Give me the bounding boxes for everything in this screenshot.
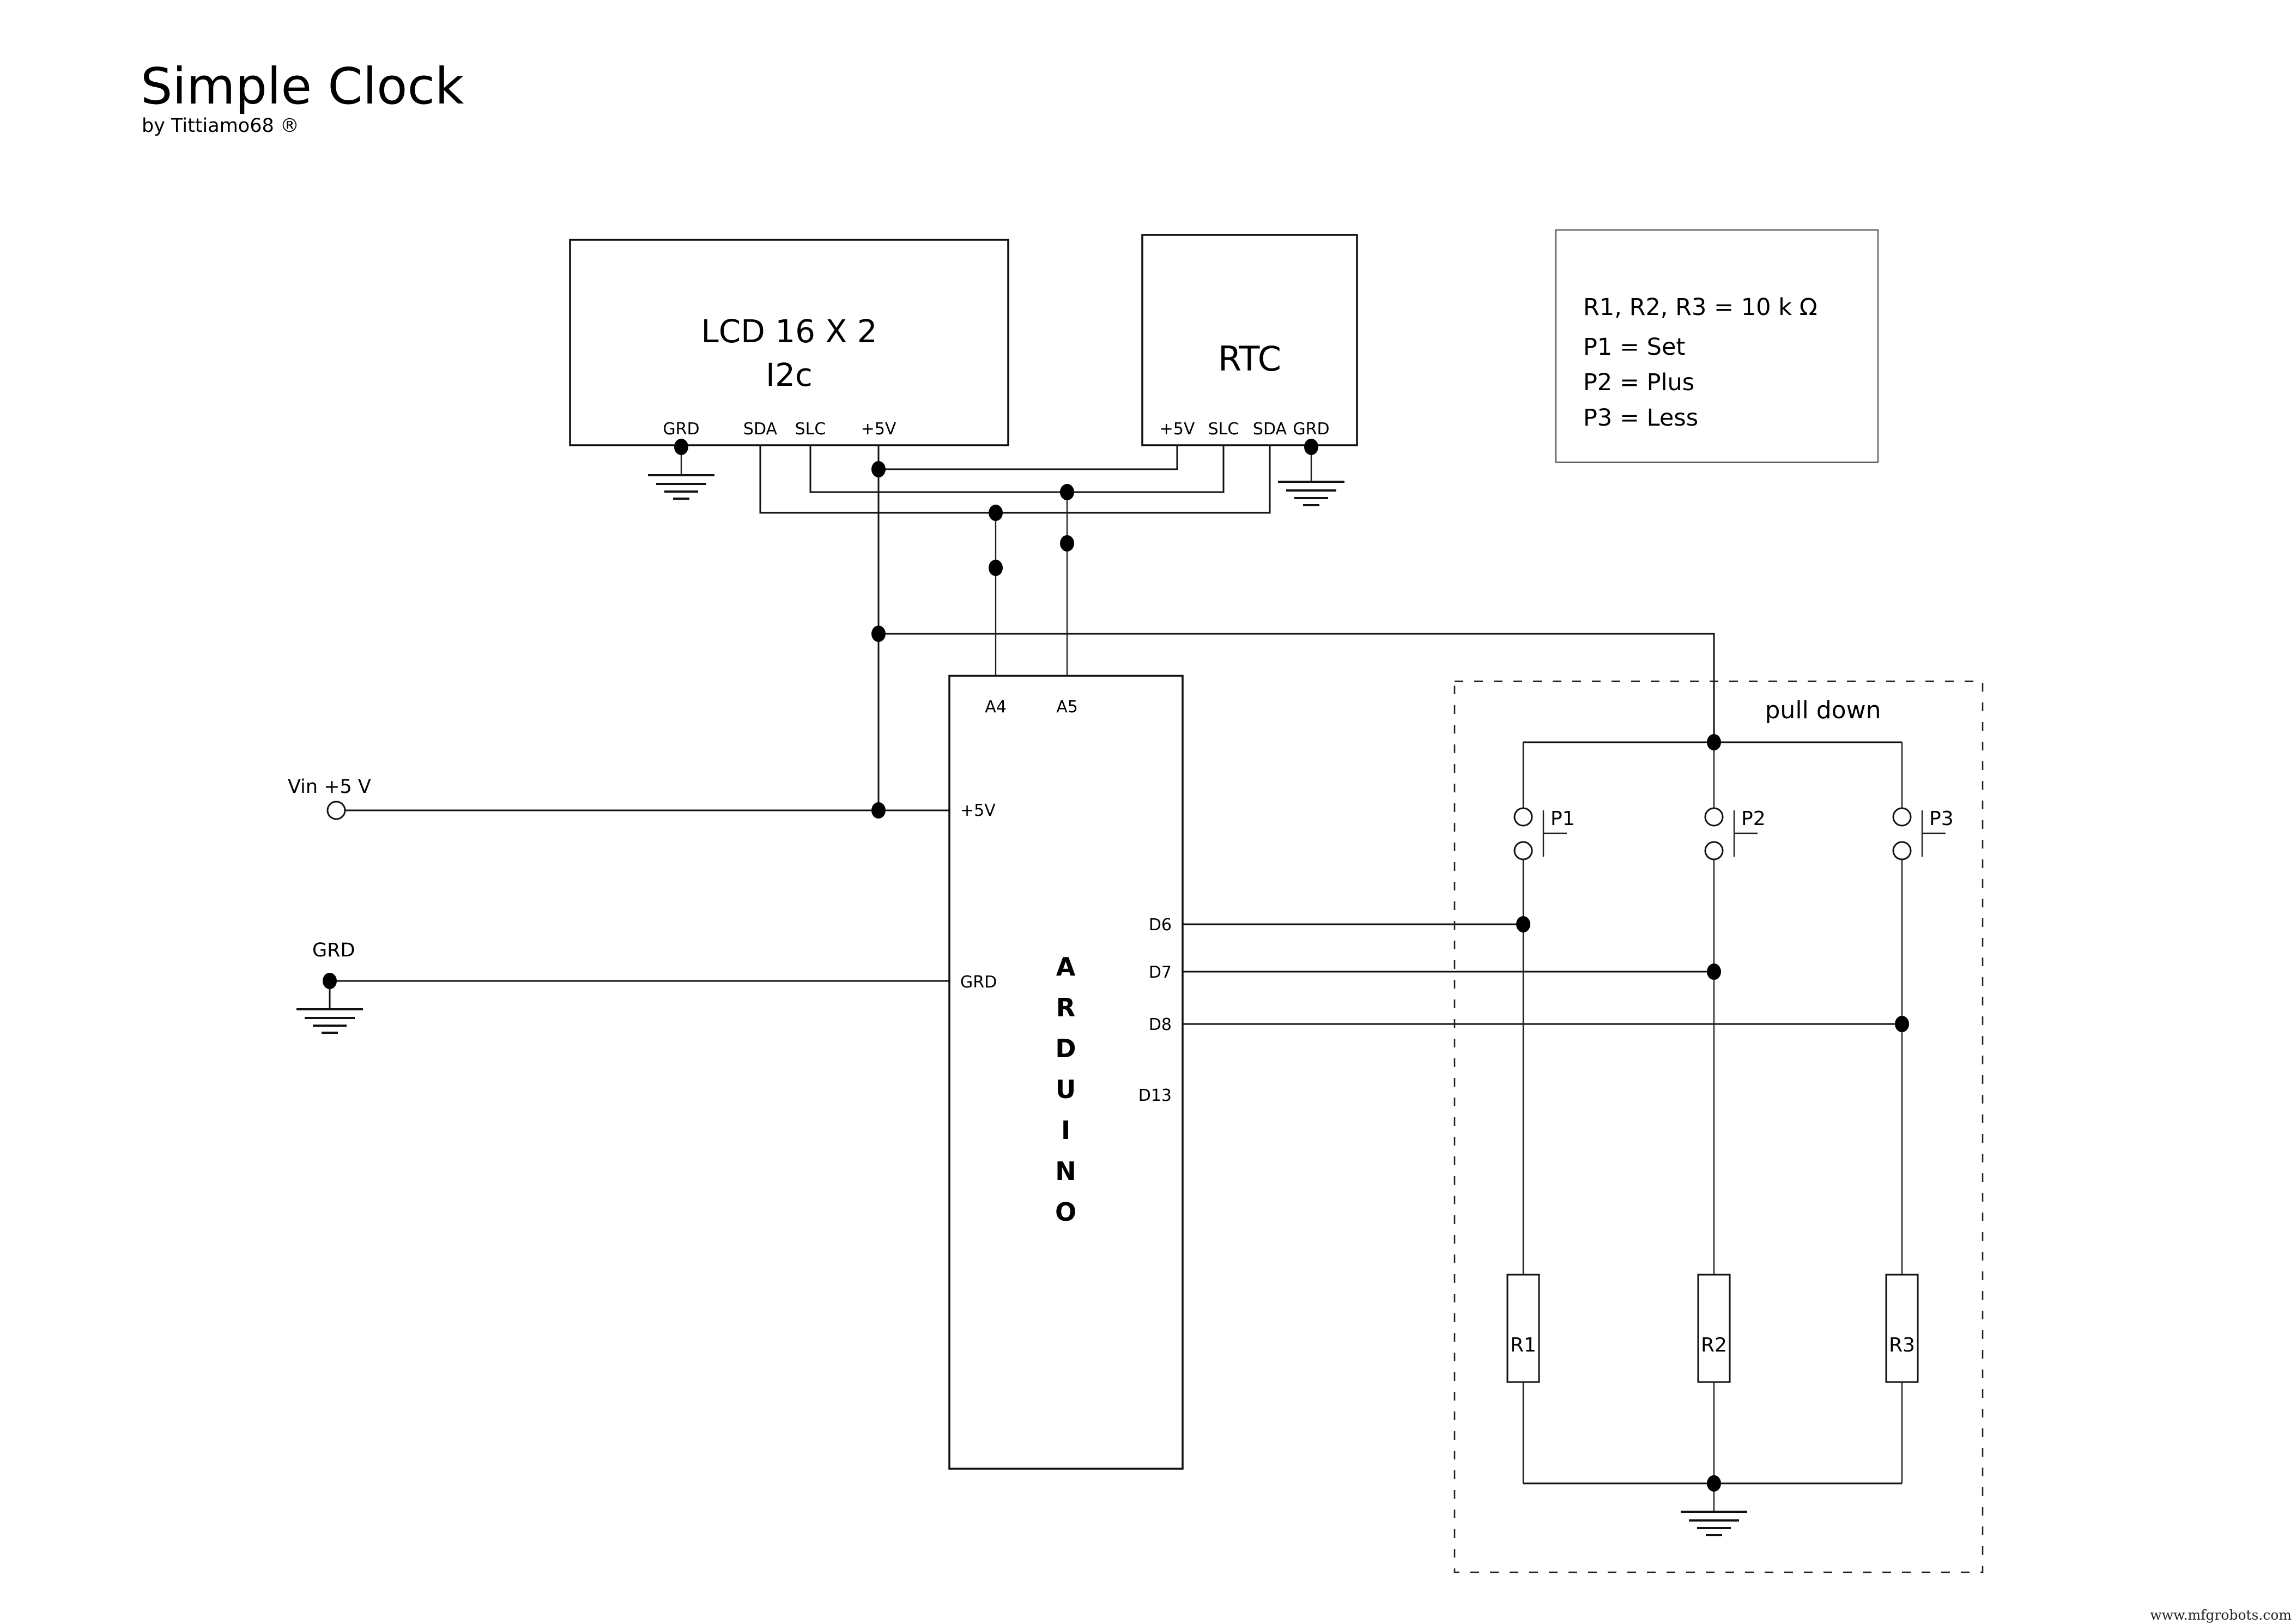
arduino-letter: O	[1055, 1197, 1077, 1227]
note-line-3: P2 = Plus	[1583, 369, 1694, 396]
lcd-module: LCD 16 X 2 I2c GRD SDA SLC +5V	[569, 239, 1009, 446]
note-line-4: P3 = Less	[1583, 404, 1698, 432]
p2-label: P2	[1741, 808, 1766, 830]
arduino-vertical-name: A R D U I N O	[1055, 952, 1077, 1227]
p1-terminal-icon	[1513, 807, 1533, 827]
vin-label: Vin +5 V	[288, 776, 371, 798]
arduino-pin-d6: D6	[1149, 916, 1172, 935]
notes-border	[1555, 229, 1879, 463]
p2-terminal-icon	[1704, 841, 1724, 861]
wire-5v-lcd-to-rtc	[879, 446, 1178, 470]
resistor-r3	[1885, 1274, 1919, 1383]
arduino-pin-grd: GRD	[960, 973, 997, 992]
pulldown-section: pull down P1 R1 P2 R2	[1453, 680, 1984, 1573]
lcd-box	[569, 239, 1009, 446]
p3-actuator-icon	[1921, 810, 1946, 857]
arduino-module: A4 A5 +5V GRD D6 D7 D8 D13 A R D U I N O	[948, 675, 1184, 1470]
ground-icon-left	[296, 1008, 363, 1034]
rtc-title: RTC	[1218, 339, 1281, 379]
junction-dot	[1707, 734, 1721, 750]
wire-5v-to-pulldown	[879, 633, 1715, 742]
arduino-letter: A	[1056, 952, 1076, 981]
pushbutton-p2: P2 R2	[1697, 742, 1766, 1483]
watermark: www.mfgrobots.com	[2150, 1607, 2292, 1623]
r2-label: R2	[1701, 1334, 1727, 1356]
p2-terminal-icon	[1704, 807, 1724, 827]
lcd-pin-5v: +5V	[861, 420, 896, 439]
ground-icon-rtc	[1278, 481, 1344, 506]
p3-label: P3	[1929, 808, 1954, 830]
arduino-letter: I	[1061, 1116, 1071, 1145]
lcd-pin-slc: SLC	[795, 420, 826, 439]
lcd-pin-sda: SDA	[743, 420, 778, 439]
gnd-left-label: GRD	[312, 940, 355, 961]
r3-label: R3	[1889, 1334, 1915, 1356]
arduino-pin-5v: +5V	[960, 801, 996, 820]
ground-icon-lcd	[648, 474, 714, 500]
junction-dot	[1060, 484, 1074, 500]
arduino-letter: U	[1056, 1075, 1076, 1104]
junction-dot	[1895, 1016, 1909, 1032]
junction-dot	[989, 560, 1003, 576]
p2-actuator-icon	[1733, 810, 1758, 857]
junction-dots	[323, 439, 1909, 1492]
wire-slc-bus	[809, 446, 1225, 493]
lcd-pin-grd: GRD	[663, 420, 699, 439]
arduino-pin-a5: A5	[1056, 698, 1078, 717]
ground-symbols	[296, 474, 1747, 1536]
wire-gnd-left	[329, 980, 949, 1009]
p3-terminal-icon	[1892, 807, 1912, 827]
ground-icon-pulldown	[1681, 1511, 1747, 1536]
junction-dot	[871, 461, 886, 477]
junction-dot	[323, 973, 337, 989]
junction-dot	[989, 505, 1003, 521]
rtc-pin-sda: SDA	[1253, 420, 1287, 439]
arduino-letter: N	[1055, 1156, 1077, 1186]
pulldown-label: pull down	[1765, 696, 1881, 724]
rtc-module: RTC +5V SLC SDA GRD	[1141, 234, 1358, 446]
note-line-1: R1, R2, R3 = 10 k Ω	[1583, 294, 1818, 321]
arduino-letter: R	[1056, 993, 1076, 1022]
junction-dot	[674, 439, 688, 455]
notes-box: R1, R2, R3 = 10 k Ω P1 = Set P2 = Plus P…	[1555, 229, 1879, 463]
arduino-pin-d13: D13	[1138, 1086, 1172, 1105]
junction-dot	[1516, 916, 1530, 932]
pushbutton-p1: P1 R1	[1506, 742, 1575, 1483]
lcd-subtitle: I2c	[766, 356, 813, 393]
power-source: Vin +5 V GRD	[288, 776, 371, 961]
wires	[329, 446, 1902, 1025]
arduino-letter: D	[1055, 1034, 1076, 1063]
junction-dot	[1707, 1475, 1721, 1492]
resistor-r2	[1697, 1274, 1731, 1383]
arduino-pin-a4: A4	[985, 698, 1007, 717]
p1-terminal-icon	[1513, 841, 1533, 861]
rtc-pin-slc: SLC	[1208, 420, 1239, 439]
lcd-title: LCD 16 X 2	[701, 313, 877, 350]
arduino-box	[948, 675, 1184, 1470]
rtc-pin-5v: +5V	[1160, 420, 1195, 439]
p3-terminal-icon	[1892, 841, 1912, 861]
junction-dot	[1060, 535, 1074, 552]
header: Simple Clock by Tittiamo68 ®	[141, 57, 464, 137]
wire-sda-bus	[759, 446, 1271, 514]
note-line-2: P1 = Set	[1583, 334, 1685, 361]
resistor-r1	[1506, 1274, 1540, 1383]
vin-terminal-icon	[326, 801, 346, 820]
pushbutton-p3: P3 R3	[1885, 742, 1954, 1483]
rtc-pin-grd: GRD	[1293, 420, 1329, 439]
rtc-box	[1141, 234, 1358, 446]
arduino-pin-d8: D8	[1149, 1015, 1172, 1034]
arduino-pin-d7: D7	[1149, 963, 1172, 982]
junction-dot	[871, 626, 886, 642]
junction-dot	[871, 802, 886, 819]
page-byline: by Tittiamo68 ®	[142, 115, 299, 137]
junction-dot	[1304, 439, 1318, 455]
r1-label: R1	[1510, 1334, 1536, 1356]
page-title: Simple Clock	[141, 57, 464, 116]
p1-label: P1	[1550, 808, 1575, 830]
p1-actuator-icon	[1542, 810, 1567, 857]
junction-dot	[1707, 964, 1721, 980]
